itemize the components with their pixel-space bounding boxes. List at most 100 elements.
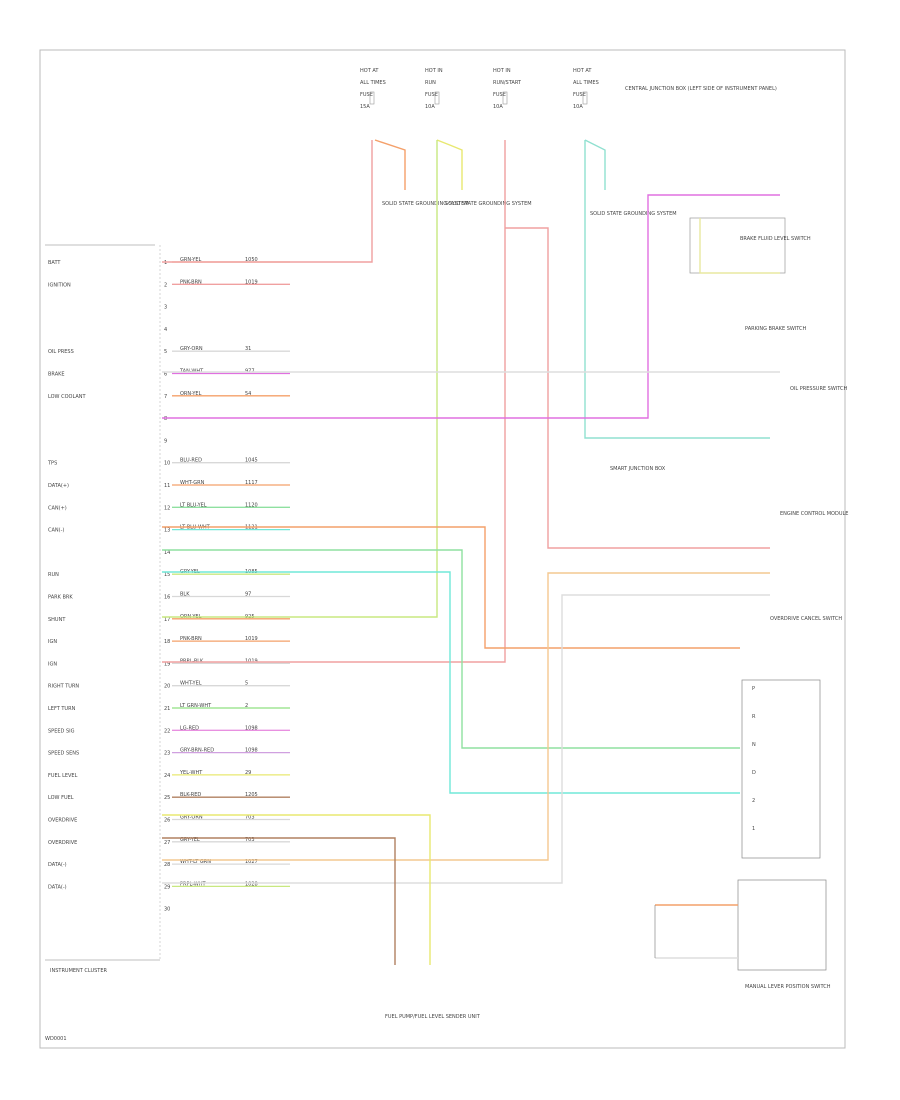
pin-wire-color: WHT-LT GRN [180,859,211,865]
pin-label: RIGHT TURN [48,684,79,690]
fuse-4: HOT AT ALL TIMES FUSE 10A [573,68,599,110]
overdrive-cancel-label: OVERDRIVE CANCEL SWITCH [770,616,842,622]
fuse-text: FUSE [573,92,586,98]
pin-wire-color: ORN-YEL [180,391,202,397]
brake-fluid-switch [689,217,786,274]
pin-wire-color: LT GRN-WHT [180,703,212,709]
pin-number: 15 [164,572,170,578]
pin-label: LEFT TURN [48,706,76,712]
gear-position-D: D [752,770,756,776]
pin-label: DATA(-) [48,862,67,868]
pin-label: LOW FUEL [48,795,74,801]
wire-overdrive-1 [162,572,770,861]
wire-can-minus [162,571,740,794]
pin-number: 2 [164,282,167,288]
fuse-text: FUSE [360,92,373,98]
pin-label: IGN [48,639,57,645]
pin-label: OIL PRESS [48,349,74,355]
wire-low-fuel [162,837,396,965]
cluster-pin-30: 30 [164,907,170,913]
fuse-box-note: CENTRAL JUNCTION BOX (LEFT SIDE OF INSTR… [625,86,777,92]
fuse-text: 10A [493,104,503,110]
pin-number: 7 [164,394,167,400]
wire-runstart-branch [505,227,770,549]
wire-run-feed [436,139,463,190]
pin-circuit: 1019 [245,279,258,285]
pin-number: 12 [164,505,170,511]
pin-number: 17 [164,617,170,623]
gear-position-R: R [752,714,756,720]
fuse-text: 15A [360,104,370,110]
pin-wire-color: GRY-ORN [180,815,203,821]
pin-circuit: 1045 [245,458,258,464]
ground-ref-2: SOLID STATE GROUNDING SYSTEM [445,201,532,207]
fuse-text: ALL TIMES [573,80,599,86]
wire-all-times-2b [584,140,770,439]
pin-number: 4 [164,327,167,333]
pin-circuit: 29 [245,770,251,776]
pin-label: RUN [48,572,59,578]
pin-number: 19 [164,661,170,667]
cluster-pin-9: 9 [164,438,167,444]
pin-wire-color: PNK-BRN [180,279,202,285]
svg-text:SOLID STATE GROUNDING SYSTEM: SOLID STATE GROUNDING SYSTEM [445,201,532,207]
engine-control-label: ENGINE CONTROL MODULE [780,511,848,517]
pin-label: CAN(-) [48,528,64,534]
pin-label: PARK BRK [48,595,73,601]
pin-circuit: 5 [245,681,248,687]
cluster-pin-4: 4 [164,327,167,333]
fuse-text: 10A [573,104,583,110]
pin-number: 29 [164,884,170,890]
pin-circuit: 1028 [245,881,258,887]
fuse-text: HOT AT [573,68,592,74]
pin-wire-color: BLK-RED [180,792,201,798]
pin-label: LOW COOLANT [48,394,86,400]
cluster-name: INSTRUMENT CLUSTER [50,968,108,974]
pin-circuit: 1019 [245,636,258,642]
cluster-pin-3: 3 [164,305,167,311]
wire-can-plus [162,549,740,749]
wire-batt-branch [374,139,406,190]
cluster-pin-14: 14 [164,550,170,556]
pin-number: 26 [164,818,170,824]
pin-number: 25 [164,795,170,801]
gear-switch-box [741,679,821,859]
fuse-symbol [582,91,588,105]
fuse-text: ALL TIMES [360,80,386,86]
pin-circuit: 703 [245,837,255,843]
pin-number: 23 [164,751,170,757]
wire-fuel-level [162,814,431,965]
footer-code: WD0001 [45,1036,67,1042]
pin-circuit: 97 [245,592,251,598]
pin-number: 3 [164,305,167,311]
pin-number: 14 [164,550,170,556]
pin-number: 10 [164,461,170,467]
pin-wire-color: GRY-YEL [180,837,200,843]
pin-label: OVERDRIVE [48,818,77,824]
pin-label: BATT [48,260,61,266]
fuse-text: HOT IN [425,68,443,74]
gear-position-P: P [752,686,755,692]
wire-brake [162,194,780,419]
fuse-text: HOT IN [493,68,511,74]
pin-label: TPS [47,461,57,467]
pin-wire-color: WHT-GRN [180,480,205,486]
pin-number: 16 [164,595,170,601]
cluster-pin-8: 8 [164,416,167,422]
pin-label: CAN(+) [48,505,67,511]
gear-switch-label: MANUAL LEVER POSITION SWITCH [745,984,831,990]
pin-label: IGN [48,661,57,667]
